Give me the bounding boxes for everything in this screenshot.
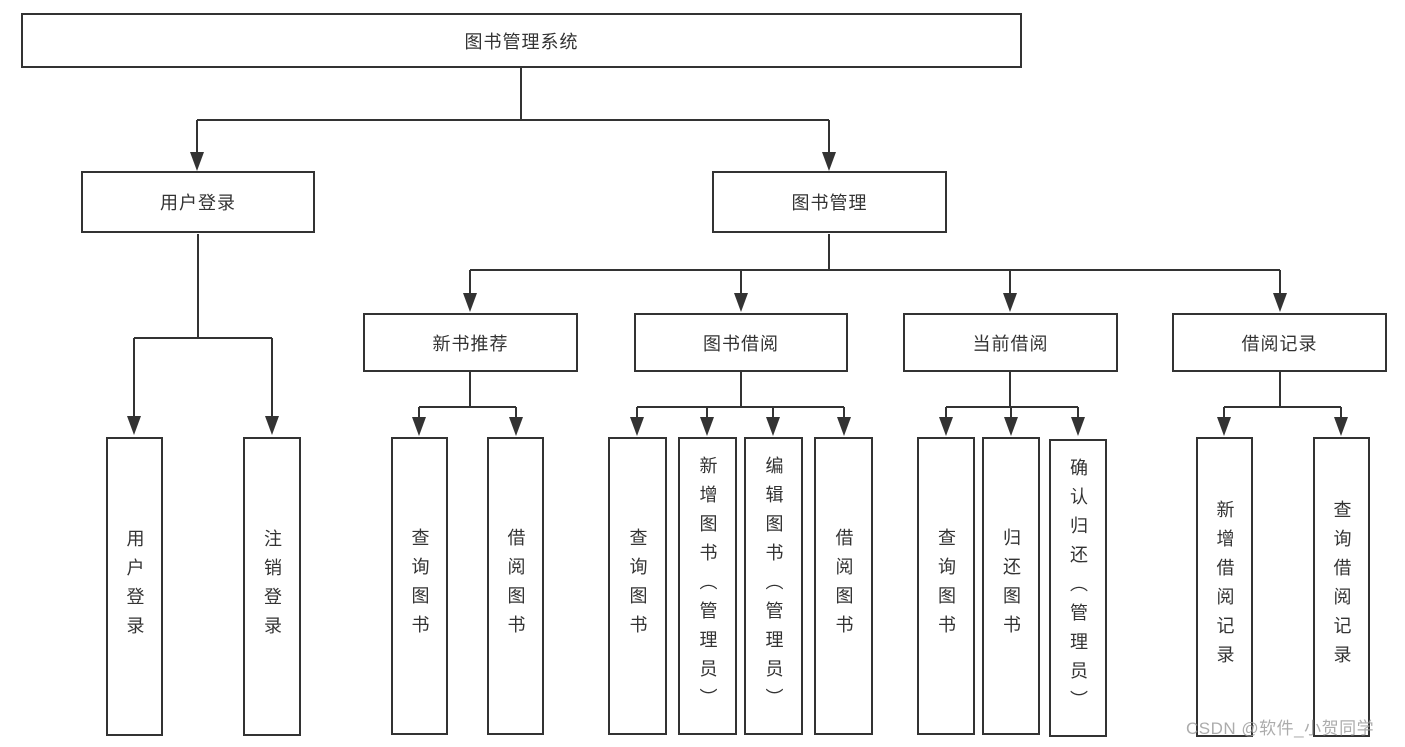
leaf-user-login-label: 用户登录 (124, 528, 145, 645)
leaf-current-query-books: 查询图书 (917, 437, 975, 735)
leaf-return-books: 归还图书 (982, 437, 1040, 735)
leaf-current-query-books-label: 查询图书 (936, 528, 956, 644)
node-current-borrow-label: 当前借阅 (972, 333, 1049, 354)
leaf-borrow-borrow-books-label: 借阅图书 (833, 528, 854, 644)
connector-borrow-records-branch (1223, 372, 1342, 423)
leaf-return-books-label: 归还图书 (1001, 528, 1021, 644)
connector-book-borrow-branch (636, 372, 845, 423)
leaf-logout-label: 注销登录 (262, 528, 282, 645)
connector-user-login-branch (133, 234, 273, 422)
connector-book-management-branch (469, 234, 1281, 300)
leaf-recommend-query-books-label: 查询图书 (409, 528, 430, 644)
leaf-query-borrow-record-label: 查询借阅记录 (1331, 500, 1352, 674)
leaf-borrow-query-books: 查询图书 (608, 437, 667, 735)
leaf-confirm-return-admin-label: 确认归还（管理员） (1068, 457, 1088, 719)
leaf-confirm-return-admin: 确认归还（管理员） (1049, 439, 1107, 737)
node-new-book-recommend-label: 新书推荐 (432, 333, 509, 354)
node-book-management: 图书管理 (712, 171, 947, 233)
leaf-add-borrow-record-label: 新增借阅记录 (1214, 500, 1235, 674)
csdn-watermark: CSDN @软件_小贺同学 (1186, 719, 1375, 738)
leaf-borrow-borrow-books: 借阅图书 (814, 437, 873, 735)
node-user-login-label: 用户登录 (160, 193, 236, 213)
leaf-add-books-admin-label: 新增图书（管理员） (697, 455, 718, 717)
node-root-system-label: 图书管理系统 (464, 31, 579, 52)
connector-current-borrow-branch (945, 372, 1079, 423)
node-borrow-records-label: 借阅记录 (1241, 333, 1318, 354)
leaf-add-borrow-record: 新增借阅记录 (1196, 437, 1253, 737)
leaf-edit-books-admin-label: 编辑图书（管理员） (763, 455, 784, 717)
leaf-edit-books-admin: 编辑图书（管理员） (744, 437, 803, 735)
node-borrow-records: 借阅记录 (1172, 313, 1387, 372)
node-book-borrow: 图书借阅 (634, 313, 848, 372)
leaf-recommend-query-books: 查询图书 (391, 437, 448, 735)
leaf-query-borrow-record: 查询借阅记录 (1313, 437, 1370, 737)
node-current-borrow: 当前借阅 (903, 313, 1118, 372)
connector-arrowheads (127, 152, 1348, 436)
node-book-borrow-label: 图书借阅 (703, 333, 779, 354)
node-book-management-label: 图书管理 (791, 193, 868, 213)
connector-root (196, 68, 830, 158)
leaf-add-books-admin: 新增图书（管理员） (678, 437, 737, 735)
connector-new-book-branch (418, 372, 517, 423)
node-root-system: 图书管理系统 (21, 13, 1022, 68)
leaf-user-login: 用户登录 (106, 437, 163, 736)
connector-lines (133, 68, 1342, 423)
leaf-recommend-borrow-books: 借阅图书 (487, 437, 544, 735)
node-new-book-recommend: 新书推荐 (363, 313, 578, 372)
leaf-logout: 注销登录 (243, 437, 301, 736)
node-user-login: 用户登录 (81, 171, 315, 233)
leaf-borrow-query-books-label: 查询图书 (627, 528, 648, 644)
leaf-recommend-borrow-books-label: 借阅图书 (505, 528, 526, 644)
